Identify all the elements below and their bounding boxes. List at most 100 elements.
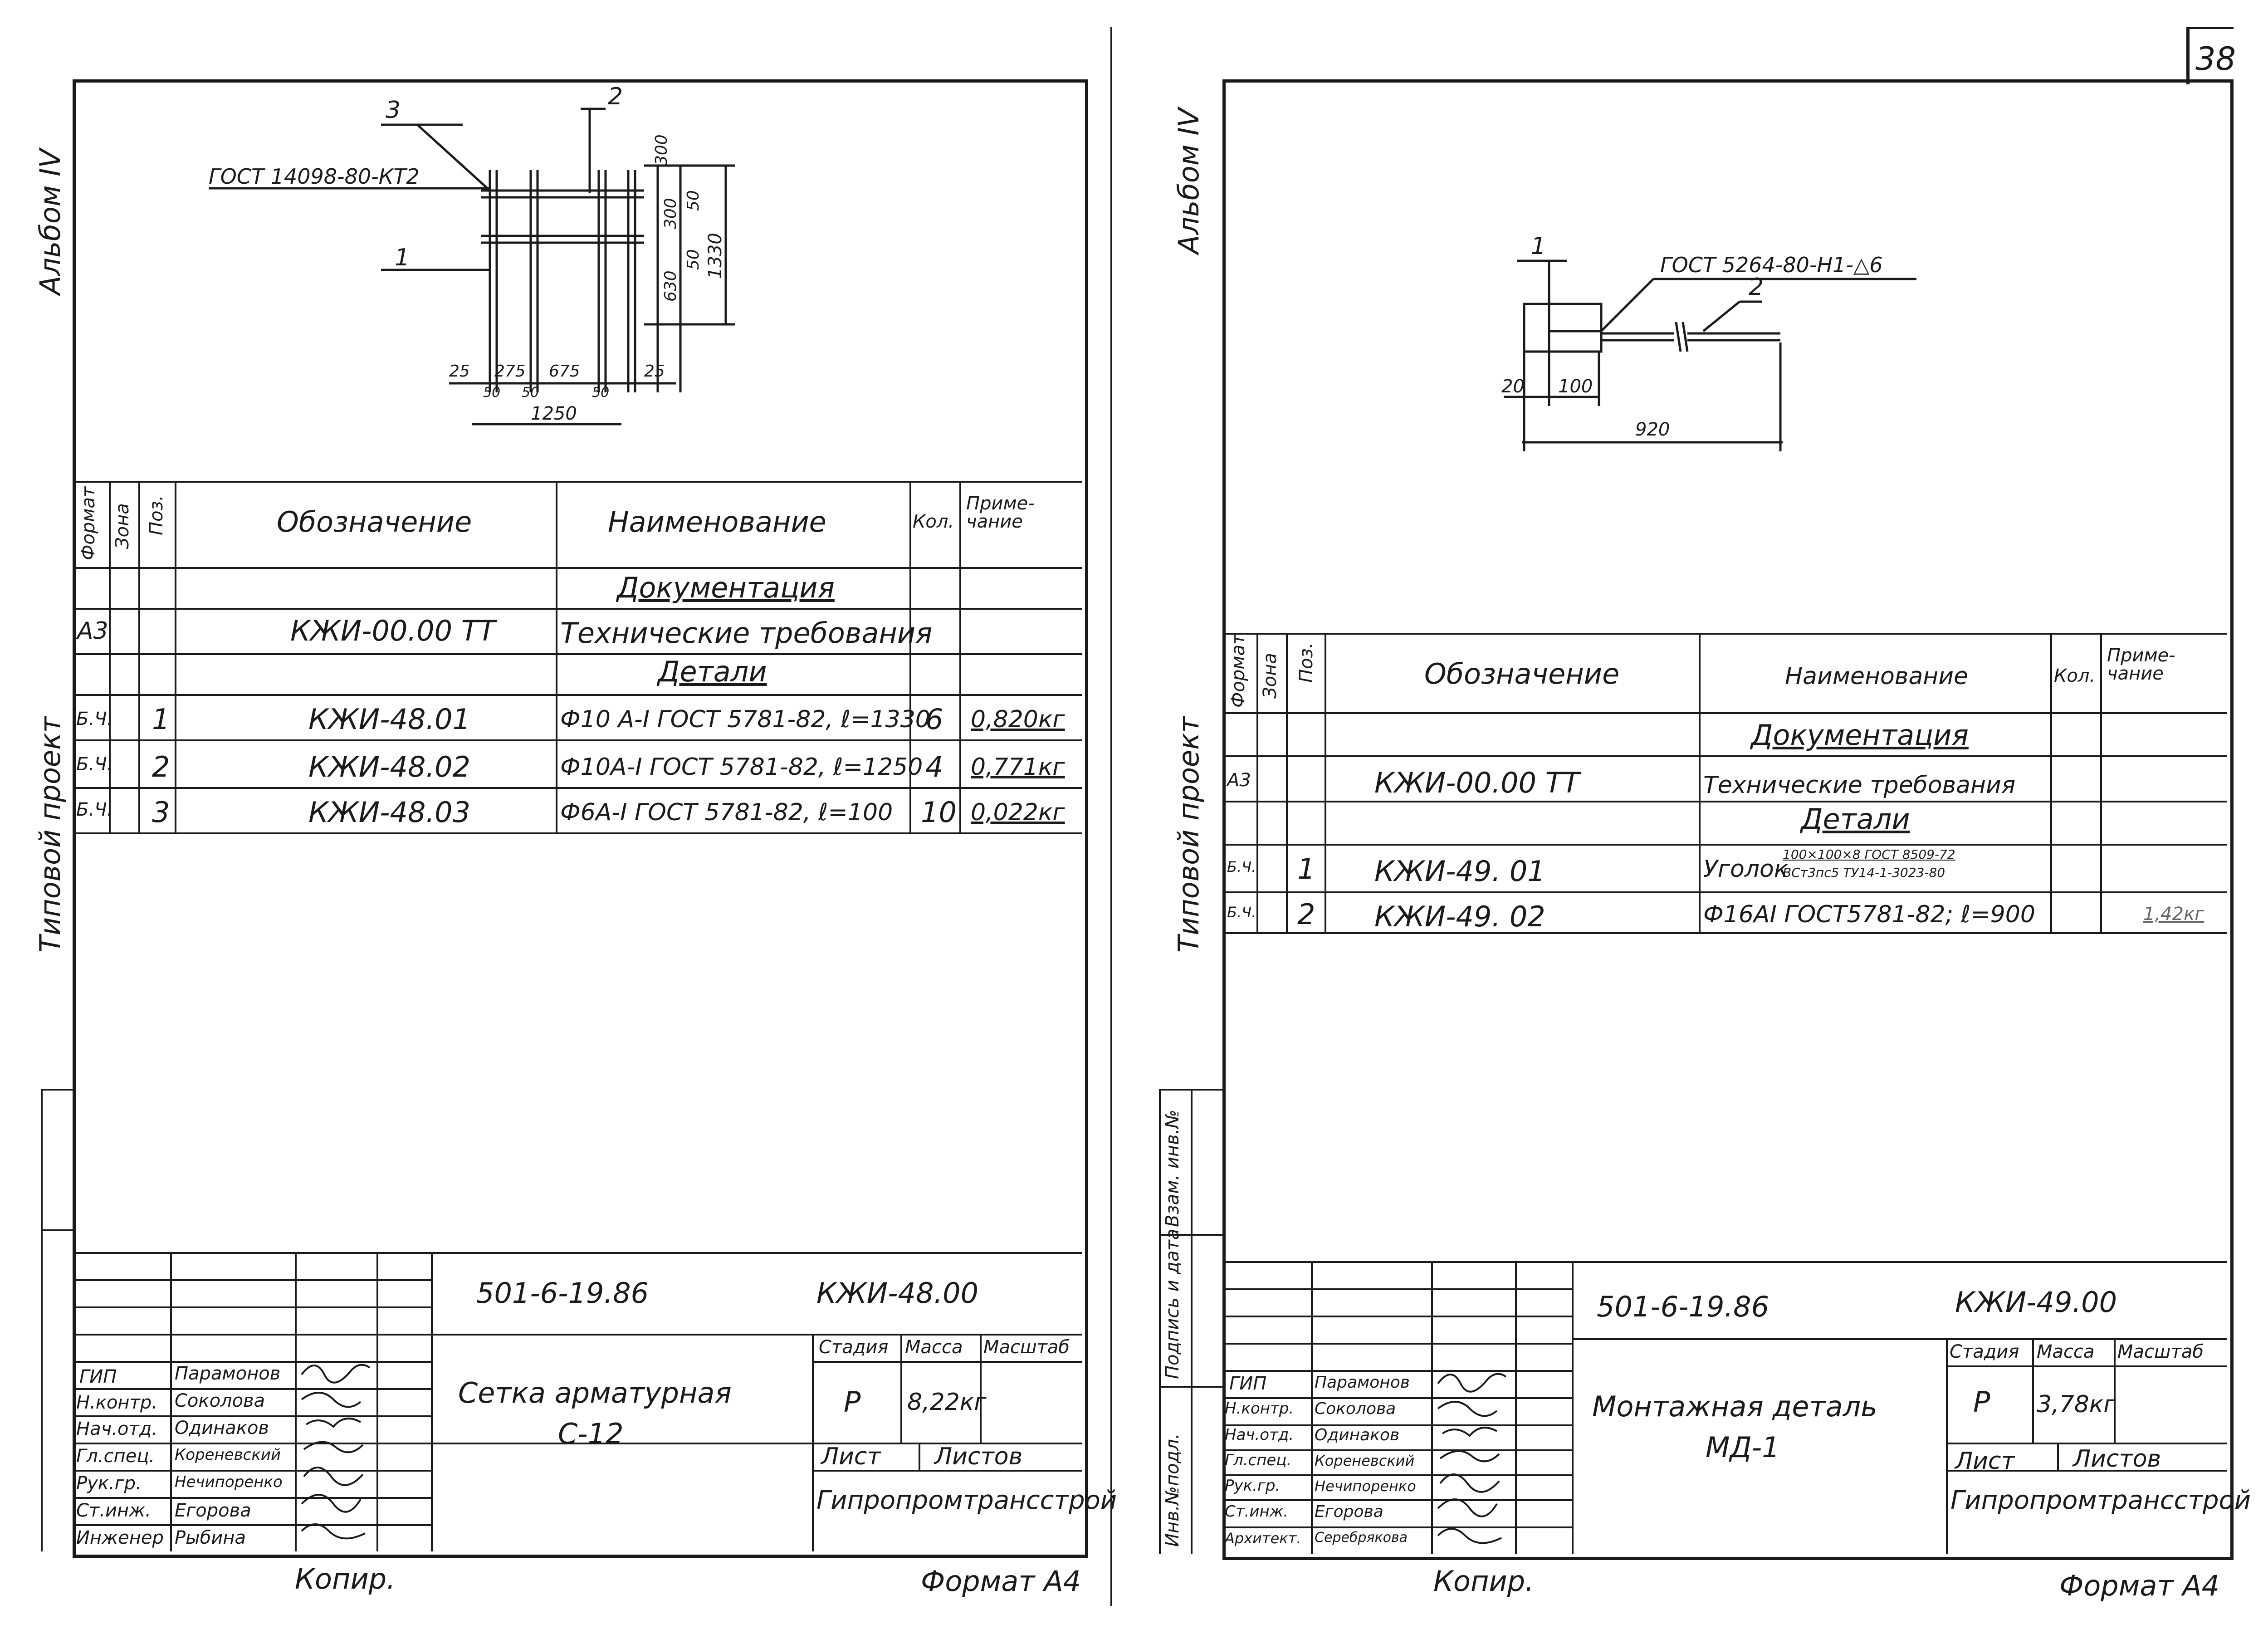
dim-630: 630 (661, 270, 680, 302)
row-qty: 10 (921, 796, 957, 829)
staff-role: Н.контр. (76, 1392, 157, 1413)
staff-role: Инженер (76, 1527, 164, 1548)
stage-value: Р (844, 1385, 861, 1419)
staff-name: Кореневский (1315, 1452, 1415, 1469)
scale-label: Масштаб (2117, 1341, 2204, 1362)
row-designation: КЖИ-48.01 (308, 703, 471, 736)
right-signatures (1437, 1373, 1507, 1544)
doc-code: КЖИ-48.00 (816, 1277, 979, 1310)
row-name-top: 100×100×8 ГОСТ 8509-72 (1783, 847, 1955, 862)
stage-value: Р (1973, 1385, 1990, 1419)
row-note: 1,42кг (2143, 904, 2204, 925)
dim-920: 920 (1635, 419, 1670, 440)
staff-role: Н.контр. (1225, 1399, 1294, 1418)
pos1-label: 1 (1531, 233, 1546, 260)
row-fmt: Б.Ч. (1227, 904, 1256, 921)
row-note: 0,820кг (971, 706, 1065, 733)
staff-name: Серебрякова (1315, 1530, 1408, 1546)
col-designation: Обозначение (277, 505, 472, 538)
section-docs: Документация (1751, 719, 1969, 752)
staff-name: Одинаков (175, 1418, 269, 1438)
row-name: Уголок (1703, 856, 1789, 883)
staff-role: Нач.отд. (1225, 1426, 1294, 1444)
dim-50d: 50 (522, 385, 539, 401)
row-pos: 2 (152, 750, 170, 783)
mass-label: Масса (2037, 1341, 2095, 1362)
col-zone: Зона (112, 503, 133, 549)
organization: Гипропромтрансстрой (1950, 1486, 2251, 1515)
staff-name: Парамонов (1315, 1373, 1410, 1392)
staff-name: Соколова (175, 1390, 265, 1411)
row-fmt: А3 (77, 617, 108, 645)
right-copy-label: Копир. (1433, 1565, 1534, 1598)
row-fmt: Б.Ч. (76, 754, 113, 775)
left-mesh-drawing: 3 2 1 ГОСТ 14098-80-КТ2 300 50 300 50 63… (209, 83, 735, 426)
title-line1: Монтажная деталь (1592, 1390, 1877, 1423)
staff-role: Рук.гр. (76, 1473, 142, 1494)
row-designation: КЖИ-48.03 (308, 796, 471, 829)
left-frame (73, 79, 1088, 1558)
staff-role: Гл.спец. (1225, 1451, 1292, 1469)
dim-300b: 300 (661, 198, 680, 229)
row-name: Ф10 А-I ГОСТ 5781-82, ℓ=1330 (560, 706, 930, 733)
dim-1330: 1330 (705, 233, 726, 279)
dim-50e: 50 (592, 385, 609, 401)
dim-50a: 50 (684, 190, 703, 211)
mass-value: 3,78кг (2037, 1391, 2116, 1418)
staff-name: Рыбина (175, 1527, 246, 1548)
right-frame (1222, 79, 2234, 1560)
pos1-label: 1 (395, 244, 410, 271)
row-name-bottom: ВСт3пс5 ТУ14-1-3023-80 (1783, 865, 1945, 880)
left-format-label: Формат А4 (921, 1565, 1081, 1598)
staff-name: Соколова (1315, 1399, 1396, 1418)
dim-675: 675 (549, 362, 580, 381)
row-note: 0,022кг (971, 799, 1065, 826)
dim-1250: 1250 (531, 403, 577, 424)
organization: Гипропромтрансстрой (816, 1486, 1117, 1515)
row-fmt: Б.Ч. (1227, 858, 1256, 876)
row-note: 0,771кг (971, 753, 1065, 781)
staff-role: Ст.инж. (76, 1500, 151, 1521)
staff-name: Егорова (175, 1500, 251, 1521)
left-gost-label: ГОСТ 14098-80-КТ2 (209, 164, 420, 189)
row-qty: 4 (925, 750, 943, 783)
staff-name: Кореневский (175, 1446, 281, 1464)
col-note: Приме-чание (2107, 645, 2175, 684)
row-designation: КЖИ-00.00 ТТ (290, 614, 496, 647)
col-qty: Кол. (913, 511, 954, 532)
row-pos: 1 (152, 703, 170, 736)
row-name: Ф6А-I ГОСТ 5781-82, ℓ=100 (560, 799, 893, 826)
staff-name: Нечипоренко (175, 1473, 283, 1491)
col-note: Приме-чание (966, 493, 1035, 532)
staff-role: Ст.инж. (1225, 1502, 1289, 1521)
left-copy-label: Копир. (295, 1562, 396, 1595)
col-qty: Кол. (2054, 665, 2096, 686)
pos2-label: 2 (608, 83, 623, 110)
row-fmt: Б.Ч. (76, 709, 113, 729)
scale-label: Масштаб (983, 1337, 1070, 1358)
staff-role: ГИП (1229, 1373, 1267, 1394)
col-name: Наименование (608, 505, 826, 538)
row-name: Ф10А-I ГОСТ 5781-82, ℓ=1250 (560, 753, 923, 781)
dim-300a: 300 (652, 134, 671, 166)
sheets-label: Листов (934, 1443, 1023, 1470)
staff-name: Парамонов (175, 1363, 281, 1384)
staff-role: Гл.спец. (76, 1446, 155, 1467)
right-project-label: Типовой проект (1172, 716, 1205, 953)
row-name: Ф16АI ГОСТ5781-82; ℓ=900 (1703, 901, 2035, 928)
staff-role: Рук.гр. (1225, 1477, 1281, 1495)
section-parts: Детали (1801, 802, 1910, 836)
col-name: Наименование (1785, 663, 1969, 690)
staff-name: Одинаков (1315, 1426, 1400, 1444)
project-code: 501-6-19.86 (1597, 1290, 1769, 1323)
mass-label: Масса (905, 1337, 963, 1358)
row-pos: 3 (152, 796, 170, 829)
row-name: Технические требования (560, 616, 933, 650)
inv-label: Инв.№подл. (1162, 1433, 1183, 1547)
sheets-label: Листов (2073, 1445, 2161, 1473)
row-fmt: Б.Ч. (76, 799, 113, 820)
row-designation: КЖИ-48.02 (308, 750, 471, 783)
dim-25a: 25 (449, 362, 470, 381)
title-line1: Сетка арматурная (458, 1376, 732, 1409)
dim-20: 20 (1501, 376, 1525, 397)
